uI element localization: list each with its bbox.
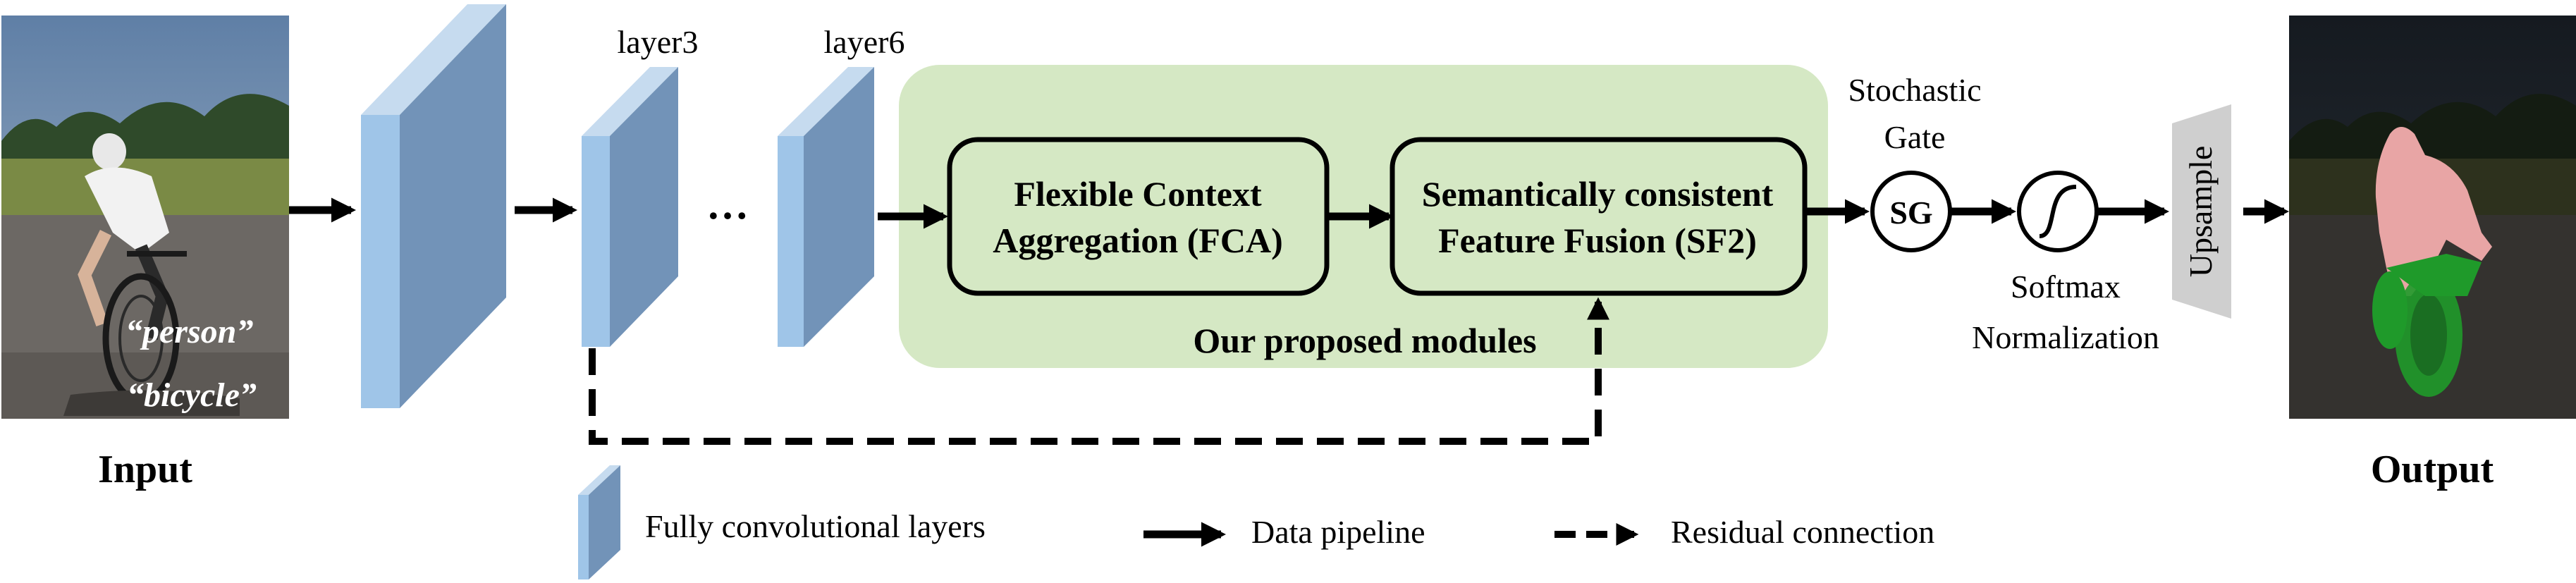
legend-conv-label: Fully convolutional layers bbox=[645, 508, 986, 544]
gate-title-line2: Gate bbox=[1884, 119, 1946, 155]
softmax-label-line1: Softmax bbox=[2011, 269, 2121, 305]
fca-label-line2: Aggregation (FCA) bbox=[993, 221, 1283, 260]
input-caption: Input bbox=[98, 448, 192, 491]
fca-label-line1: Flexible Context bbox=[1014, 174, 1262, 214]
layer6-label: layer6 bbox=[824, 24, 905, 60]
legend-pipeline-label: Data pipeline bbox=[1251, 514, 1425, 550]
residual-connection-arrow bbox=[589, 297, 1610, 445]
ellipsis: … bbox=[706, 181, 749, 228]
legend-conv-icon bbox=[578, 465, 620, 579]
input-tag-bicycle: “bicycle” bbox=[127, 376, 257, 414]
gate-title-line1: Stochastic bbox=[1848, 72, 1981, 108]
conv-slab-layer3 bbox=[582, 67, 678, 347]
sf2-module: Semantically consistent Feature Fusion (… bbox=[1390, 137, 1808, 296]
proposed-modules-label: Our proposed modules bbox=[1193, 321, 1536, 360]
conv-slab-1 bbox=[361, 4, 506, 408]
sigmoid-curve-icon bbox=[2017, 171, 2099, 252]
softmax-label-line2: Normalization bbox=[1972, 319, 2159, 355]
person-mask bbox=[2375, 127, 2492, 296]
gate-symbol: SG bbox=[1889, 195, 1932, 231]
input-tag-person: “person” bbox=[125, 313, 253, 350]
layer3-label: layer3 bbox=[618, 24, 699, 60]
sf2-label-line1: Semantically consistent bbox=[1422, 174, 1774, 214]
bicycle-mask bbox=[2372, 254, 2482, 397]
legend: Fully convolutional layers Data pipeline… bbox=[578, 465, 1934, 579]
sg-circle-icon: SG bbox=[1870, 171, 1952, 252]
sf2-label-line2: Feature Fusion (SF2) bbox=[1438, 221, 1757, 260]
output-image bbox=[2289, 16, 2576, 419]
input-image: “person” “bicycle” bbox=[1, 16, 289, 419]
output-caption: Output bbox=[2371, 448, 2494, 491]
fca-module: Flexible Context Aggregation (FCA) bbox=[947, 137, 1330, 296]
conv-slab-layer6 bbox=[778, 67, 874, 347]
upsample-block: Upsample bbox=[2172, 104, 2231, 319]
upsample-label: Upsample bbox=[2183, 146, 2219, 278]
legend-residual-label: Residual connection bbox=[1671, 514, 1934, 550]
